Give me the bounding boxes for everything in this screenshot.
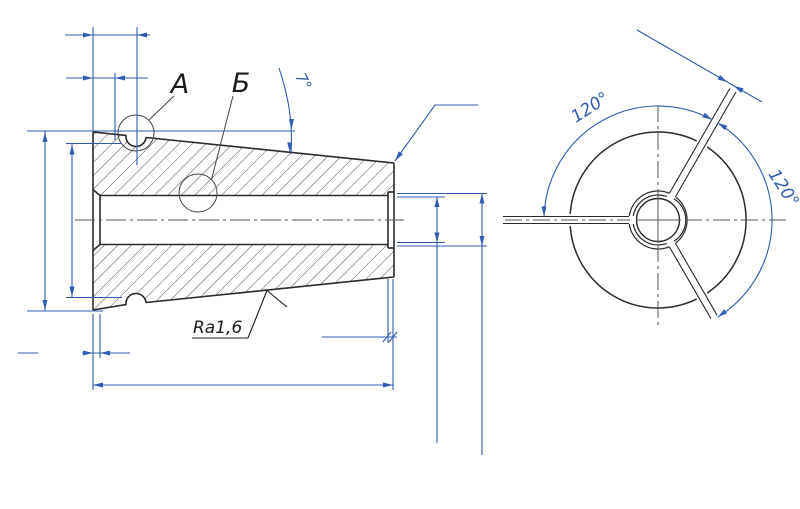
arrow [115,75,125,81]
detail-a-circle [117,114,155,152]
roughness-label: Ra1,6 [193,318,242,338]
angle-arc-right [717,122,773,318]
arrow [717,122,728,131]
front-view: 120° 120° [503,29,800,325]
top-edge-with-groove [92,131,395,164]
roughness-callout: Ra1,6 [192,290,288,339]
bore-chamfer-top [92,188,101,197]
slit-upper-line [668,88,731,194]
arrow [479,236,485,246]
arrow [717,309,728,318]
arrow [395,151,403,161]
outer-arc-topleft [569,131,697,214]
arrow [83,350,93,356]
detail-callout-b [178,95,234,213]
arrow [42,132,48,142]
front-view-arrowheads [541,75,744,318]
detail-callout-a [117,95,175,152]
side-view-arrowheads [42,32,485,388]
angle-arc-left [543,105,713,217]
arrow [733,85,744,93]
arrow [702,112,713,120]
ring-inner-arc [632,223,667,246]
arrow [137,32,147,38]
ring-inner-arc [632,194,667,217]
detail-a-label: А [169,69,189,100]
arrow [434,232,440,243]
slit-lower-line [674,242,718,316]
corner-leader [394,104,478,162]
angle-label-left: 120° [568,88,613,127]
arrow [83,32,93,38]
side-view: А Б Ra1,6 [75,68,404,339]
detail-a-leader [148,95,175,121]
roughness-tick [266,290,288,308]
taper-angle-arc [278,67,292,155]
upper-section-hatch [93,132,394,196]
bottom-edge-with-groove [92,276,395,311]
detail-b-leader [211,95,234,180]
outer-arc-bottomleft [569,226,697,309]
arrow [100,350,110,356]
detail-b-circle [178,173,218,213]
detail-b-label: Б [232,68,251,99]
arrow [69,286,75,297]
arrow [69,144,75,155]
slit-lower-line [668,246,712,319]
arrow [42,300,48,310]
slit-width-dim-line [636,29,763,103]
arrow [289,119,294,129]
bore-chamfer-bottom [92,243,101,252]
arrow [541,206,547,217]
dim-slash-tick-1 [382,331,392,343]
angle-label-right: 120° [764,166,800,211]
roughness-leader [247,290,268,339]
dim-slash-tick-2 [388,331,398,343]
taper-angle-label: 7° [291,70,315,94]
center-marks [505,105,788,325]
section-hatching [93,132,394,310]
arrow [93,382,103,388]
side-view-dimensions [18,27,487,455]
arrow [287,142,293,153]
arrow [83,75,93,81]
lower-section-hatch [93,244,394,310]
slit-upper-line [674,91,737,198]
arrow [717,75,728,83]
slits [503,88,737,319]
arrow [383,382,393,388]
ring-outer-arc [628,190,670,217]
arrow [434,197,440,207]
arrow [479,193,485,204]
ring-outer-arc [628,223,670,250]
